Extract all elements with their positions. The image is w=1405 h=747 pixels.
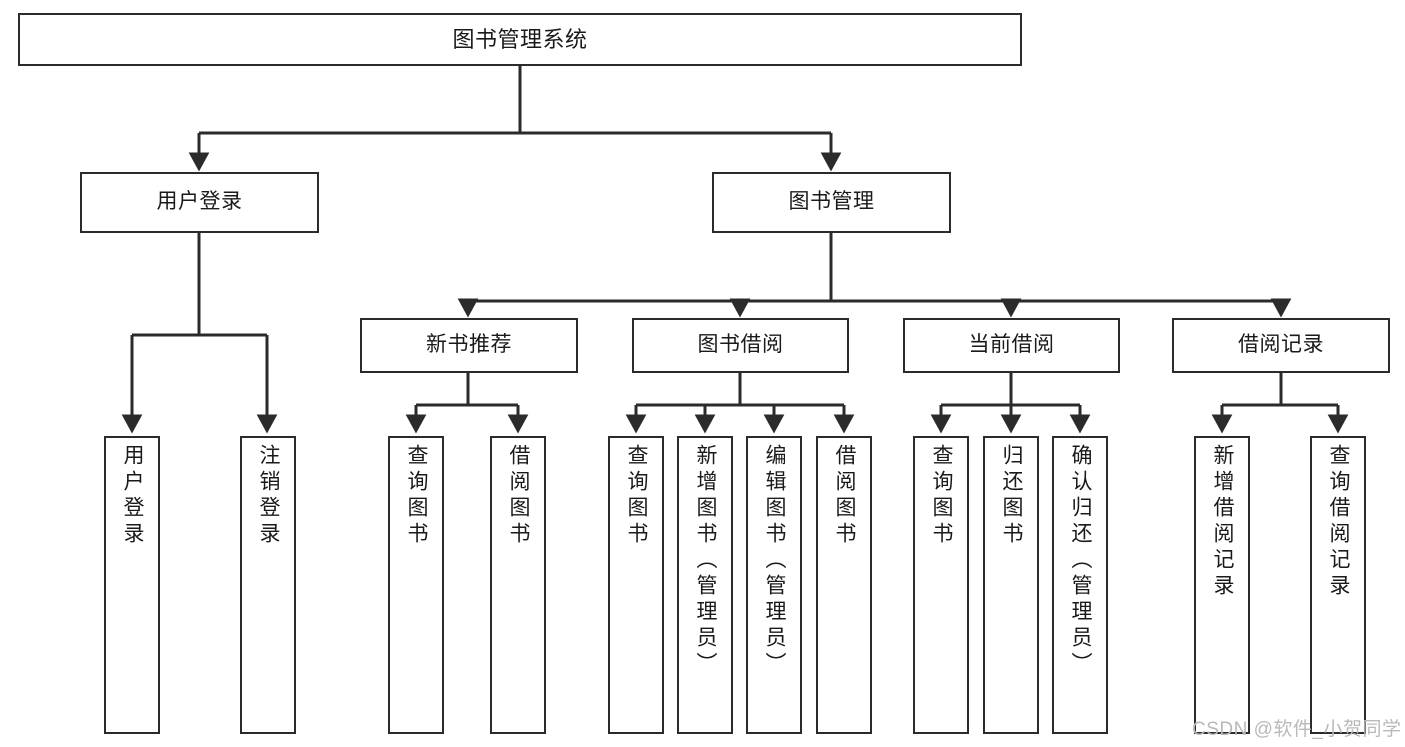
- node-label: 当前借阅: [968, 333, 1055, 357]
- node-leaf-add-book[interactable]: 新增图书（管理员）: [677, 436, 733, 734]
- node-label: 编辑图书（管理员）: [763, 444, 787, 678]
- node-label: 用户登录: [156, 190, 243, 214]
- node-leaf-query-book-3[interactable]: 查询图书: [913, 436, 969, 734]
- node-label: 新增借阅记录: [1211, 444, 1235, 600]
- node-current-borrow[interactable]: 当前借阅: [903, 318, 1120, 373]
- node-label: 归还图书: [1000, 444, 1024, 548]
- node-leaf-confirm-return[interactable]: 确认归还（管理员）: [1052, 436, 1108, 734]
- node-leaf-add-borrow-record[interactable]: 新增借阅记录: [1194, 436, 1250, 734]
- node-user-login[interactable]: 用户登录: [80, 172, 319, 233]
- node-book-borrow[interactable]: 图书借阅: [632, 318, 849, 373]
- node-label: 新书推荐: [426, 333, 512, 357]
- node-label: 用户登录: [121, 444, 145, 548]
- node-label: 新增图书（管理员）: [694, 444, 718, 678]
- node-leaf-borrow-book-2[interactable]: 借阅图书: [816, 436, 872, 734]
- node-leaf-query-book-2[interactable]: 查询图书: [608, 436, 664, 734]
- node-label: 图书借阅: [697, 333, 784, 357]
- node-label: 借阅记录: [1238, 333, 1324, 357]
- node-label: 查询借阅记录: [1327, 444, 1351, 600]
- node-root-system[interactable]: 图书管理系统: [18, 13, 1022, 66]
- node-label: 图书管理系统: [452, 26, 588, 52]
- node-leaf-user-login[interactable]: 用户登录: [104, 436, 160, 734]
- node-leaf-edit-book[interactable]: 编辑图书（管理员）: [746, 436, 802, 734]
- node-leaf-borrow-book-1[interactable]: 借阅图书: [490, 436, 546, 734]
- node-label: 图书管理: [788, 190, 875, 214]
- node-label: 查询图书: [405, 444, 429, 548]
- node-label: 查询图书: [625, 444, 649, 548]
- node-book-manage[interactable]: 图书管理: [712, 172, 951, 233]
- node-label: 确认归还（管理员）: [1069, 444, 1093, 678]
- node-label: 借阅图书: [507, 444, 531, 548]
- node-leaf-query-book-1[interactable]: 查询图书: [388, 436, 444, 734]
- node-label: 查询图书: [930, 444, 954, 548]
- node-leaf-logout-login[interactable]: 注销登录: [240, 436, 296, 734]
- node-label: 注销登录: [257, 444, 281, 548]
- node-label: 借阅图书: [833, 444, 857, 548]
- node-borrow-record[interactable]: 借阅记录: [1172, 318, 1390, 373]
- node-new-book-recommend[interactable]: 新书推荐: [360, 318, 578, 373]
- csdn-watermark: CSDN @软件_小贺同学: [1192, 719, 1402, 740]
- node-leaf-return-book[interactable]: 归还图书: [983, 436, 1039, 734]
- node-leaf-query-borrow-record[interactable]: 查询借阅记录: [1310, 436, 1366, 734]
